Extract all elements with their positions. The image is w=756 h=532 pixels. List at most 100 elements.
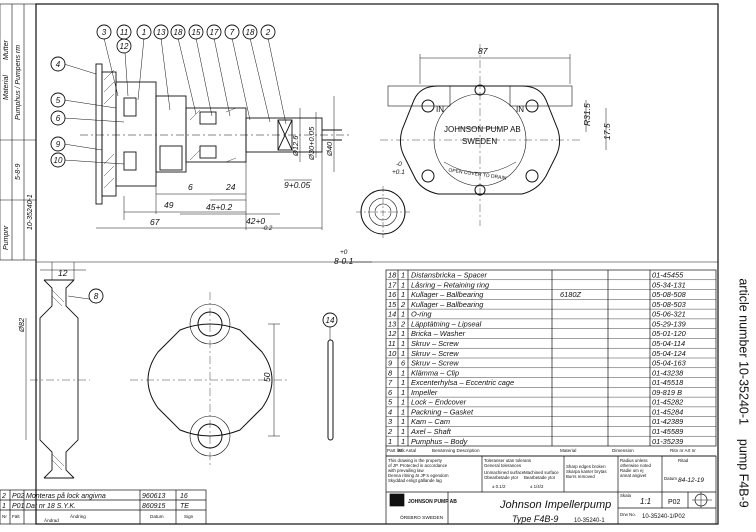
parts-cell-pos: 14 bbox=[388, 310, 396, 319]
housing-bottom-view bbox=[130, 292, 290, 468]
parts-header-pos: Part list bbox=[387, 448, 403, 453]
tb-edge-0: Sharp edges broken bbox=[566, 464, 606, 469]
dim-9: 9+0.05 bbox=[284, 180, 311, 190]
parts-cell-name: Skruv – Screw bbox=[411, 359, 459, 368]
svg-text:6: 6 bbox=[56, 114, 61, 123]
tb-note-2: with prevailing law bbox=[388, 468, 424, 473]
parts-cell-pos: 13 bbox=[388, 319, 397, 328]
tb-dwg-label: Drw No. bbox=[620, 512, 636, 517]
parts-cell-qty: 2 bbox=[400, 300, 405, 309]
o-ring-view bbox=[327, 339, 334, 441]
parts-cell-qty: 1 bbox=[401, 329, 405, 338]
parts-cell-name: Pumphus – Body bbox=[411, 437, 469, 446]
dim-87: 87 bbox=[478, 46, 488, 56]
svg-text:1: 1 bbox=[142, 28, 146, 37]
article-caption: article number 10-35240-1 pump F4B-9 bbox=[734, 262, 754, 524]
parts-cell-name: Klämma – Clip bbox=[411, 368, 459, 377]
tb-tol-val-0: ± 0.1/2 bbox=[492, 484, 506, 489]
parts-cell-qty: 1 bbox=[401, 368, 405, 377]
article-label: article number bbox=[737, 278, 752, 358]
revision-cell: 16 bbox=[180, 493, 188, 500]
parts-cell-qty: 1 bbox=[401, 407, 405, 416]
tb-note-3: Denna ritning är JP:s egendom bbox=[388, 473, 449, 478]
dim-12: 12 bbox=[58, 268, 68, 278]
svg-text:18: 18 bbox=[246, 28, 255, 37]
side-note: Mutter bbox=[3, 39, 10, 60]
svg-text:11: 11 bbox=[120, 28, 128, 37]
parts-cell-art: 05-04-163 bbox=[652, 359, 687, 368]
parts-cell-art: 01-35239 bbox=[652, 437, 683, 446]
dim-dia30: Ø30+0.05 bbox=[307, 126, 316, 161]
balloon-10: 10 bbox=[50, 152, 66, 168]
tb-scale: 1:1 bbox=[640, 497, 651, 506]
parts-cell-pos: 17 bbox=[388, 280, 397, 289]
dim-tol-2: +0.1 bbox=[392, 169, 405, 176]
drawing-frame bbox=[35, 3, 719, 525]
tb-rev: P02 bbox=[668, 499, 681, 506]
rev-header-change: Ändring bbox=[70, 513, 86, 519]
svg-text:2: 2 bbox=[265, 28, 271, 37]
svg-text:12: 12 bbox=[120, 42, 129, 51]
parts-cell-name: Packning – Gasket bbox=[411, 407, 474, 416]
parts-cell-name: Skruv – Screw bbox=[411, 349, 459, 358]
revision-cell: P01 bbox=[12, 503, 25, 510]
parts-cell-name: Excenterhylsa – Eccentric cage bbox=[411, 378, 514, 387]
parts-cell-name: Lock – Endcover bbox=[411, 398, 467, 407]
parts-cell-art: 01-45284 bbox=[652, 407, 683, 416]
parts-cell-pos: 6 bbox=[388, 388, 393, 397]
pump-name: pump F4B-9 bbox=[737, 438, 752, 508]
cover-side-view bbox=[340, 186, 410, 263]
parts-cell-art: 01-45282 bbox=[652, 398, 683, 407]
tb-tol-1: General tolerances bbox=[484, 463, 522, 468]
parts-cell-qty: 1 bbox=[401, 290, 405, 299]
balloon-4: 4 bbox=[50, 56, 66, 72]
rev-header-sign: Sign bbox=[184, 514, 194, 519]
pump-maker-line: JOHNSON PUMP AB bbox=[444, 125, 521, 134]
parts-cell-name: Kam – Cam bbox=[411, 417, 450, 426]
parts-cell-art: 09-819 B bbox=[652, 388, 682, 397]
dim-24: 24 bbox=[225, 182, 236, 192]
revision-cell: 1 bbox=[2, 503, 6, 510]
parts-cell-art: 01-45589 bbox=[652, 427, 683, 436]
tb-scale-label: Skala bbox=[620, 493, 632, 498]
rev-header-no: Nr bbox=[2, 514, 7, 519]
parts-cell-name: Skruv – Screw bbox=[411, 339, 459, 348]
balloon-17: 17 bbox=[206, 24, 222, 40]
parts-cell-spec: 6180Z bbox=[560, 290, 581, 299]
parts-cell-pos: 10 bbox=[388, 349, 397, 358]
tb-tol-3: Obearbetade ytor bbox=[484, 475, 519, 480]
parts-cell-pos: 11 bbox=[388, 339, 396, 348]
balloon-6: 6 bbox=[50, 110, 66, 126]
svg-text:18: 18 bbox=[174, 28, 183, 37]
balloon-7: 7 bbox=[224, 24, 240, 40]
parts-cell-qty: 6 bbox=[401, 359, 406, 368]
balloon-8: 8 bbox=[88, 288, 104, 304]
balloon-1: 1 bbox=[136, 24, 152, 40]
dim-49: 49 bbox=[164, 200, 174, 210]
dim-45: 45+0.2 bbox=[206, 202, 233, 212]
tb-dwg-no: 10-35240-1/P02 bbox=[642, 514, 686, 520]
parts-cell-name: Distansbricka – Spacer bbox=[411, 271, 488, 280]
tb-company: JOHNSON PUMP AB bbox=[408, 499, 457, 505]
revision-cell: 860915 bbox=[142, 503, 165, 510]
dim-r31: R31.5 bbox=[582, 103, 592, 126]
parts-cell-qty: 1 bbox=[401, 398, 405, 407]
svg-text:5: 5 bbox=[56, 96, 61, 105]
tb-surf-0: Radius unless bbox=[620, 458, 648, 463]
parts-cell-pos: 1 bbox=[388, 437, 392, 446]
tb-city: ÖREBRO SWEDEN bbox=[400, 514, 444, 521]
tb-date: 84-12-19 bbox=[678, 477, 704, 484]
parts-cell-qty: 1 bbox=[401, 310, 405, 319]
balloon-12: 12 bbox=[116, 38, 132, 54]
